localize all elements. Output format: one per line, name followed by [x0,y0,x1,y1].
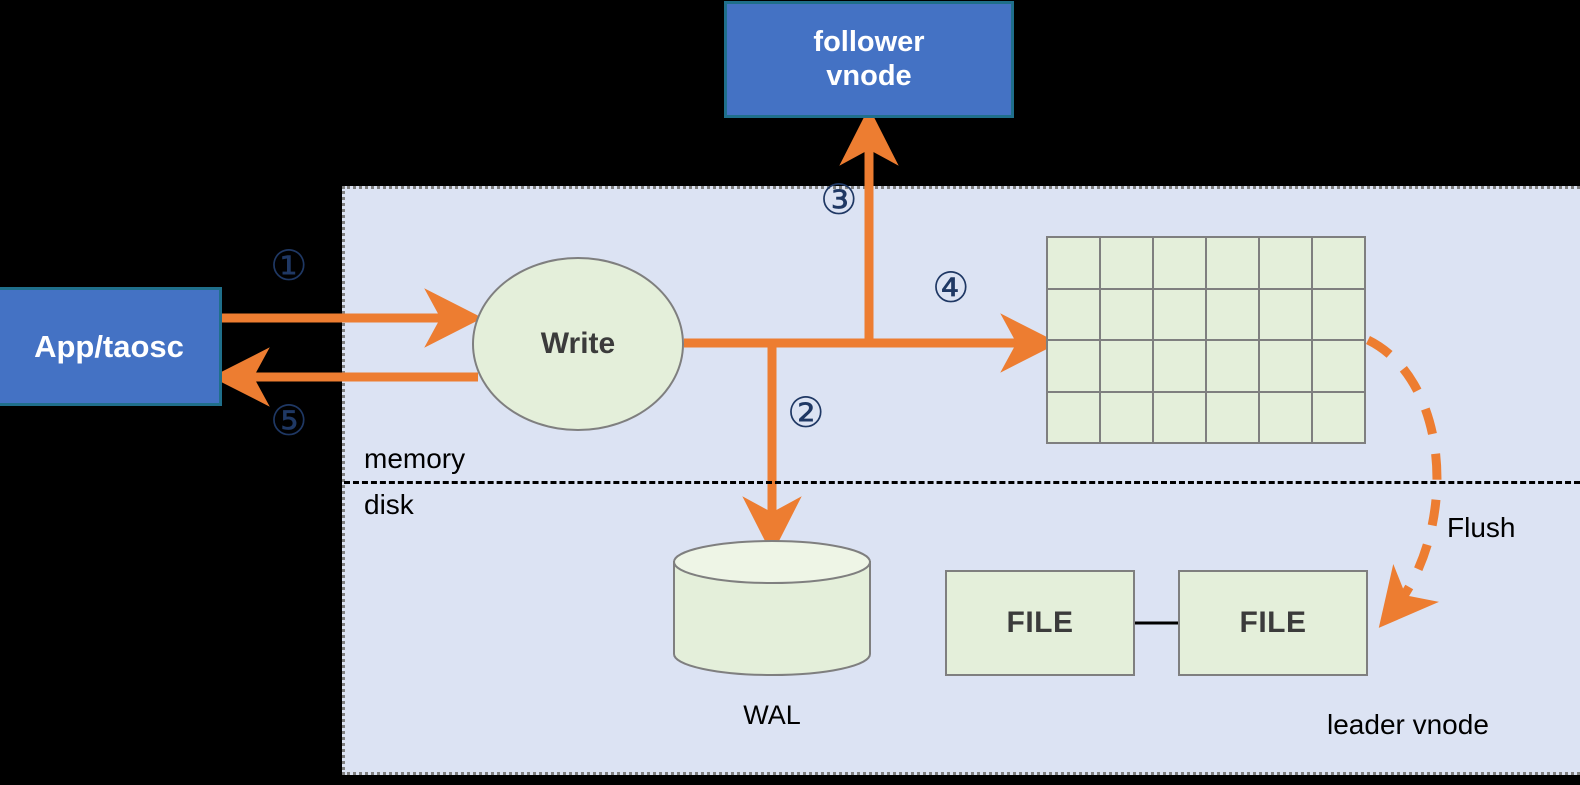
memtable-cell [1154,341,1205,391]
node-follower-vnode-label: follower vnode [813,26,924,93]
node-app-taosc-label: App/taosc [34,328,184,364]
memtable-cell [1048,238,1099,288]
node-file-1-label: FILE [1006,606,1074,639]
step-number-1: ① [270,241,308,290]
memtable-cell [1154,289,1205,339]
wal-body [673,561,871,676]
memtable-cell [1207,341,1258,391]
memtable-cell [1048,341,1099,391]
memtable-cell [1154,392,1205,442]
node-follower-vnode-line2: vnode [826,59,912,92]
memtable-cell [1313,392,1364,442]
memtable-cell [1048,392,1099,442]
node-write[interactable]: Write [472,257,684,431]
node-follower-vnode[interactable]: follower vnode [724,1,1014,118]
leader-vnode-label: leader vnode [1327,709,1489,740]
flush-label: Flush [1447,512,1516,543]
step-number-5: ⑤ [270,396,308,445]
disk-label: disk [364,489,414,520]
memtable-cell [1207,392,1258,442]
memory-disk-divider [344,481,1580,484]
node-wal-cylinder[interactable] [673,540,871,676]
memtable-cell [1101,341,1152,391]
memtable-cell [1313,341,1364,391]
memtable-cell [1313,238,1364,288]
memtable-cell [1207,238,1258,288]
memtable-cell [1048,289,1099,339]
memtable-cell [1260,238,1311,288]
node-file-2-label: FILE [1239,606,1307,639]
step-number-3: ③ [820,175,858,224]
node-write-label: Write [540,327,616,360]
memtable-cell [1313,289,1364,339]
node-memtable-grid[interactable] [1046,236,1366,444]
memtable-cell [1101,289,1152,339]
memtable-cell [1101,238,1152,288]
memtable-cell [1207,289,1258,339]
memtable-cell [1260,341,1311,391]
memtable-cell [1101,392,1152,442]
node-follower-vnode-line1: follower [813,26,925,59]
memtable-cell [1260,392,1311,442]
step-number-2: ② [787,388,825,437]
memtable-cell [1260,289,1311,339]
wal-label: WAL [743,700,801,730]
memtable-cell [1154,238,1205,288]
memory-label: memory [364,443,466,474]
step-number-4: ④ [932,263,970,312]
node-app-taosc[interactable]: App/taosc [0,287,222,406]
node-file-1[interactable]: FILE [945,570,1135,676]
node-file-2[interactable]: FILE [1178,570,1368,676]
wal-top [673,540,871,584]
